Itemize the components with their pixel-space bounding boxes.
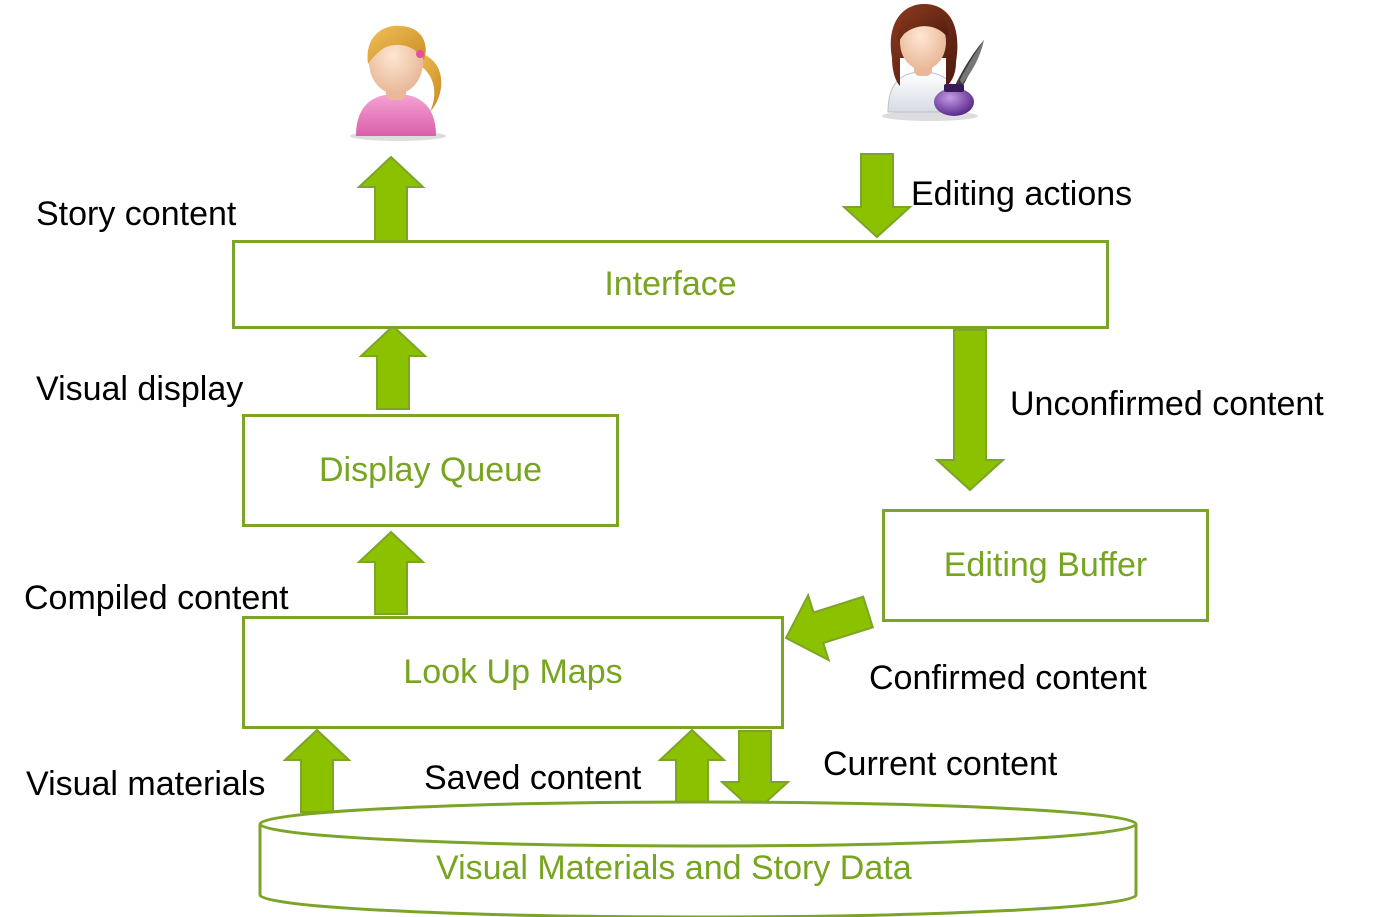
arrow-visual-display-up: [358, 324, 428, 410]
editing-buffer-box: Editing Buffer: [882, 509, 1209, 622]
arrow-compiled-content-up: [356, 530, 426, 615]
compiled-content-label: Compiled content: [24, 579, 289, 617]
arrow-current-content-down: [719, 730, 791, 814]
interface-box-label: Interface: [604, 265, 737, 303]
arrow-story-content-up: [356, 155, 426, 242]
reader-avatar-icon: [350, 25, 446, 141]
unconfirmed-content-label: Unconfirmed content: [1010, 385, 1324, 423]
story-content-label: Story content: [36, 195, 237, 233]
visual-materials-label: Visual materials: [26, 765, 266, 803]
interface-box: Interface: [232, 240, 1109, 329]
arrow-saved-content-up: [657, 728, 727, 813]
display-queue-box: Display Queue: [242, 414, 619, 527]
database-cylinder: [258, 800, 1138, 917]
display-queue-box-label: Display Queue: [318, 451, 542, 489]
arrow-editing-actions-down: [841, 153, 913, 239]
arrow-unconfirmed-content-down: [934, 329, 1006, 492]
arrow-confirmed-content-left: [784, 592, 875, 663]
editor-with-quill-icon: [882, 4, 984, 121]
saved-content-label: Saved content: [424, 759, 642, 797]
editing-actions-label: Editing actions: [911, 175, 1133, 213]
editing-buffer-box-label: Editing Buffer: [943, 546, 1148, 584]
arrow-visual-materials-up: [282, 728, 352, 813]
look-up-maps-box-label: Look Up Maps: [403, 653, 623, 691]
flow-arrows: [282, 153, 1006, 814]
database-label: Visual Materials and Story Data: [436, 849, 912, 887]
visual-display-label: Visual display: [36, 370, 244, 408]
current-content-label: Current content: [823, 745, 1058, 783]
confirmed-content-label: Confirmed content: [869, 659, 1147, 697]
look-up-maps-box: Look Up Maps: [242, 616, 784, 729]
